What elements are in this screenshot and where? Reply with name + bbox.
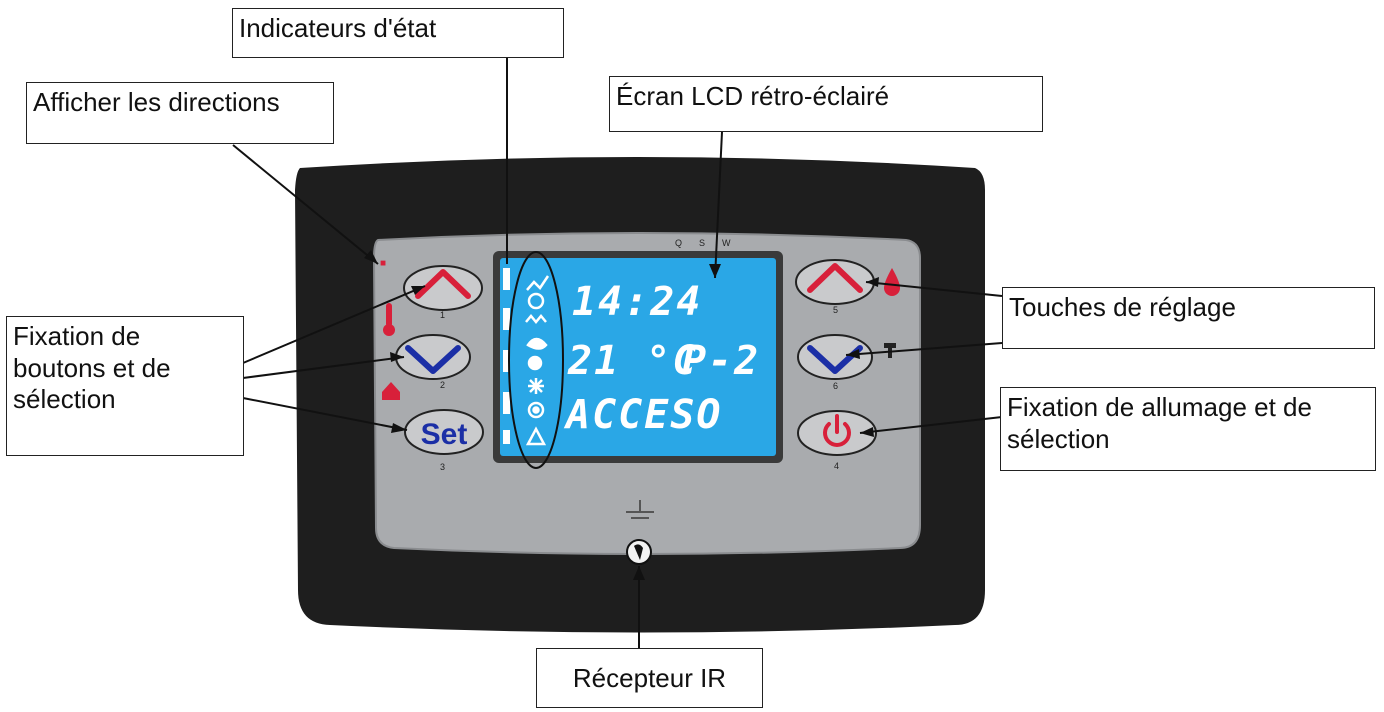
lcd-status-bar — [503, 392, 510, 414]
callout-selection-buttons: Fixation de boutons et de sélection — [6, 316, 244, 456]
power-button[interactable] — [797, 410, 877, 456]
button-number: 4 — [834, 461, 839, 471]
chevron-up-icon — [807, 263, 863, 293]
clock-status-icon — [527, 292, 545, 310]
callout-adjust-keys: Touches de réglage — [1002, 287, 1375, 349]
indicator-highlight-ellipse — [508, 251, 564, 469]
lcd-status-text: ACCESO — [563, 392, 723, 438]
lcd-status-bar — [503, 308, 510, 330]
lcd-power-level: P-2 — [682, 338, 760, 384]
lcd-status-bar — [503, 268, 510, 290]
button-number: 6 — [833, 381, 838, 391]
callout-arrowheads — [364, 250, 879, 580]
arrowhead — [860, 427, 874, 437]
set-button[interactable]: Set — [404, 409, 484, 455]
thermometer-icon — [383, 303, 395, 336]
house-icon — [382, 382, 400, 400]
lcd-screen — [500, 258, 776, 456]
ir-signal-icon — [626, 500, 654, 519]
callout-show-directions: Afficher les directions — [26, 82, 334, 144]
lcd-status-bar — [503, 350, 510, 372]
button-number: 1 — [440, 310, 445, 320]
warning-status-icon — [525, 426, 547, 446]
callout-power-selection: Fixation de allumage et de sélection — [1000, 387, 1376, 471]
button-down-left[interactable] — [395, 334, 471, 380]
arrowhead — [866, 277, 879, 287]
callout-lcd-screen: Écran LCD rétro-éclairé — [609, 76, 1043, 132]
arrowhead — [411, 286, 425, 295]
target-status-icon-inner — [532, 406, 540, 414]
button-number: 5 — [833, 305, 838, 315]
snowflake-status-icon — [528, 378, 544, 394]
button-up-left[interactable] — [403, 265, 483, 311]
callout-ir-receiver: Récepteur IR — [536, 648, 763, 708]
arrowhead — [633, 566, 645, 580]
faucet-icon — [884, 343, 896, 358]
chevron-down-icon — [405, 345, 461, 374]
arrowhead — [390, 352, 404, 362]
button-down-right[interactable] — [797, 334, 873, 380]
flame-status-icon — [526, 337, 548, 350]
wifi-status-icon — [526, 275, 550, 291]
chevron-up-icon — [415, 269, 471, 299]
water-drop-icon — [884, 268, 900, 296]
button-up-right[interactable] — [795, 259, 875, 305]
button-number: 2 — [440, 380, 445, 390]
red-indicator-mark: ■ — [380, 258, 386, 269]
set-button-label: Set — [421, 418, 468, 451]
arrowhead — [364, 250, 378, 264]
lcd-mark-q: Q — [675, 238, 682, 248]
power-icon — [823, 422, 851, 447]
lcd-temperature: 21 °C — [567, 338, 698, 384]
arrowhead — [846, 349, 860, 359]
lcd-status-bar — [503, 430, 510, 444]
arrowhead — [709, 264, 721, 278]
fan-status-icon — [527, 355, 543, 371]
button-number: 3 — [440, 462, 445, 472]
status-indicator-icons — [525, 275, 550, 446]
lcd-mark-s: S — [699, 238, 705, 248]
heat-wave-icon — [525, 314, 547, 324]
lcd-time: 14:24 — [572, 279, 702, 325]
callout-status-indicators: Indicateurs d'état — [232, 8, 564, 58]
lcd-mark-w: W — [722, 238, 731, 248]
target-status-icon — [527, 401, 545, 419]
ir-receiver-shine — [634, 544, 643, 560]
arrowhead — [391, 423, 407, 433]
